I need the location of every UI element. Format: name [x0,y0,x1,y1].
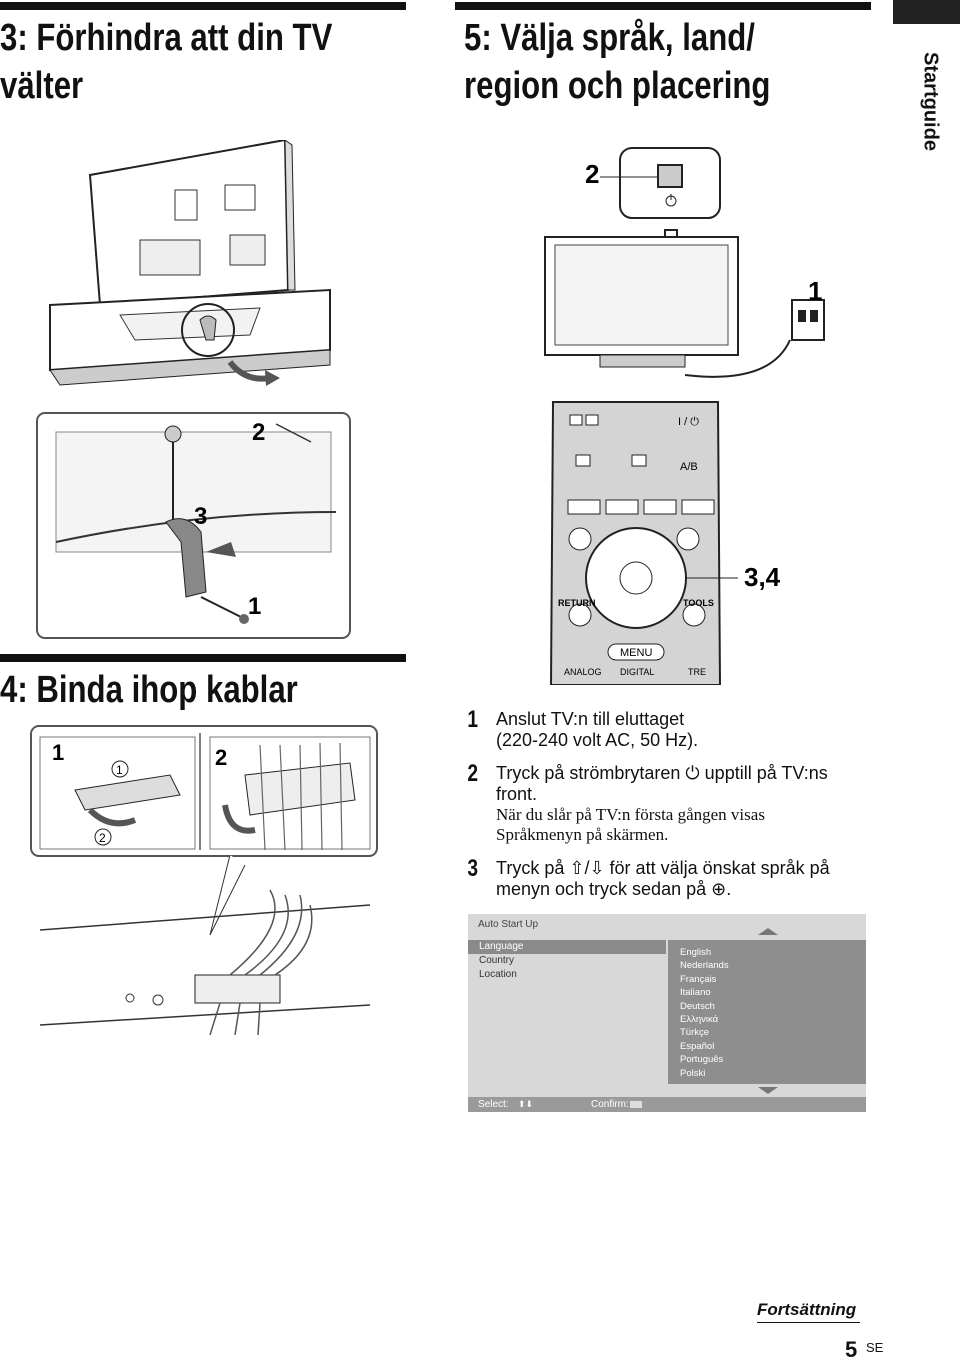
side-label: Startguide [919,52,942,151]
up-down-arrow-icon: ⇧/⇩ [569,858,605,878]
page-language-code: SE [866,1340,884,1355]
section5-title-line2: region och placering [464,65,771,107]
section4-rule [0,654,406,662]
language-option[interactable]: Español [680,1040,715,1052]
language-option[interactable]: Polski [680,1067,706,1079]
remote-ab-label: A/B [680,461,698,473]
strap-label-2: 2 [252,419,265,446]
section3-title-line2: välter [0,65,84,107]
scroll-down-icon[interactable] [758,1087,778,1094]
step-1-number: 1 [467,706,479,733]
tie-label-1: 1 [52,740,64,765]
language-list: English Nederlands Français Italiano Deu… [668,940,866,1084]
language-option[interactable]: Deutsch [680,1000,715,1012]
scroll-up-icon[interactable] [758,928,778,935]
section3-title-line1: 3: Förhindra att din TV [0,17,333,59]
section3-rule [0,2,406,10]
step-1-line2: (220-240 volt AC, 50 Hz). [496,730,699,750]
confirm-label: Confirm: [591,1099,629,1110]
step-3-number: 3 [467,855,479,882]
osd-title: Auto Start Up [478,919,539,930]
step-2-line1: Tryck på strömbrytaren [496,763,681,783]
step-1: 1 Anslut TV:n till eluttaget (220-240 vo… [467,708,699,751]
section5-rule [455,2,871,10]
continuation-rule [757,1322,860,1323]
remote-power-label: I / ⏻ [678,416,699,428]
side-tab [893,0,960,24]
select-label: Select: [478,1099,509,1110]
circ-label-2: 2 [99,831,106,845]
enter-icon: ⊕ [711,879,727,899]
section4-title: 4: Binda ihop kablar [0,669,298,711]
page-number: 5 [845,1337,858,1362]
language-option[interactable]: Français [680,973,717,985]
step-3-line1a: Tryck på [496,858,565,878]
osd-item-country[interactable]: Country [479,955,515,966]
tv-stand-figure [49,140,331,386]
step-2-line2: front. [496,784,538,804]
remote-tools-label: TOOLS [683,598,714,608]
remote-digital-label: DIGITAL [620,667,654,677]
circ-label-1: 1 [116,763,123,777]
language-option[interactable]: Italiano [680,987,711,999]
power-icon: ⏻ [685,763,700,783]
language-option[interactable]: English [680,947,712,958]
osd-footer: Select: ⬆⬇ Confirm: [468,1097,866,1112]
enter-key-icon [630,1101,642,1108]
cable-step-label: 1 [808,276,822,306]
strap-label-1: 1 [248,593,261,620]
power-step-label: 2 [585,159,599,189]
remote-return-label: RETURN [558,598,596,608]
step-3: 3 Tryck på ⇧/⇩ för att välja önskat språ… [467,855,830,900]
remote-analog-label: ANALOG [564,667,602,677]
up-down-key-icon: ⬆⬇ [518,1099,534,1109]
step-3-line2: menyn och tryck sedan på [496,879,707,899]
auto-start-up-menu: Auto Start Up Language Country Location … [468,914,866,1112]
remote-figure: I / ⏻ A/B RETURN TOOLS MENU ANALOG DIGIT… [549,401,781,685]
osd-item-list: Language Country Location [468,940,666,982]
language-option[interactable]: Nederlands [680,960,729,972]
language-option[interactable]: Português [680,1054,724,1066]
language-option[interactable]: Türkçe [680,1027,710,1039]
strap-label-3: 3 [194,503,207,530]
remote-step-label: 3,4 [744,562,781,592]
section5-title-line1: 5: Välja språk, land/ [464,17,755,59]
continuation-label: Fortsättning [757,1300,857,1319]
tv-front-figure: 2 1 [544,147,825,378]
cable-tie-figure: 1 2 1 2 [30,725,378,1035]
step-3-line1b: för att välja önskat språk på [609,858,830,878]
step-2-note1: När du slår på TV:n första gången visas [496,805,765,824]
step-2-line1b: upptill på TV:ns [704,763,828,783]
osd-item-location[interactable]: Location [479,969,517,980]
remote-menu-label: MENU [620,647,652,659]
step-1-line1: Anslut TV:n till eluttaget [496,709,685,729]
step-2-note2: Språkmenyn på skärmen. [496,825,669,844]
remote-centre-label: TRE [688,667,706,677]
tie-label-2: 2 [215,745,227,770]
strap-detail-figure: 2 3 1 [36,412,351,639]
osd-item-language[interactable]: Language [468,940,666,954]
step-2: 2 Tryck på strömbrytaren ⏻ upptill på TV… [467,762,828,845]
step-2-number: 2 [467,760,479,787]
language-option[interactable]: Ελληνικά [680,1014,719,1026]
